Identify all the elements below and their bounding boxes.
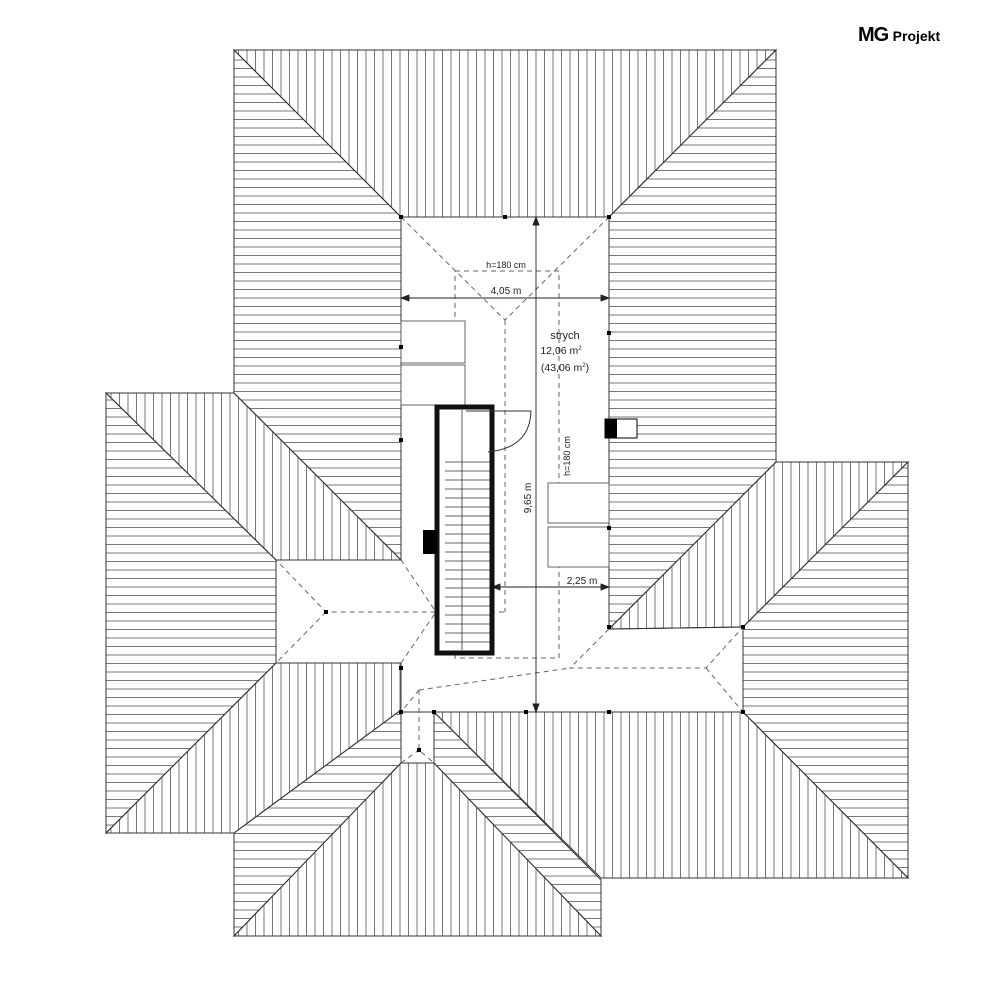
skylight [547,482,610,524]
skylight [400,320,466,364]
skylight [547,526,610,568]
brand-logo: MG Projekt [858,24,940,47]
ridge-lines [275,216,744,764]
height-label-side: h=180 cm [562,436,572,476]
openings [400,320,610,568]
staircase [434,404,532,656]
side-label: 2,25 m [567,576,598,587]
chimney [423,530,437,554]
width-label: 4,05 m [491,286,522,297]
height-label-top: h=180 cm [486,260,526,270]
brand-projekt: Projekt [892,28,941,44]
posts [324,215,745,752]
room-name: strych [550,330,579,342]
dimension-lines [399,215,611,714]
roof-slopes [104,48,910,938]
length-label: 9,65 m [523,483,534,514]
room-area-total: (43,06 m2) [541,362,589,374]
skylight [400,364,466,406]
brand-mg: MG [858,24,889,46]
chimney-fill [605,419,617,438]
room-area: 12,06 m2 [540,345,582,357]
door-swing [466,410,532,453]
